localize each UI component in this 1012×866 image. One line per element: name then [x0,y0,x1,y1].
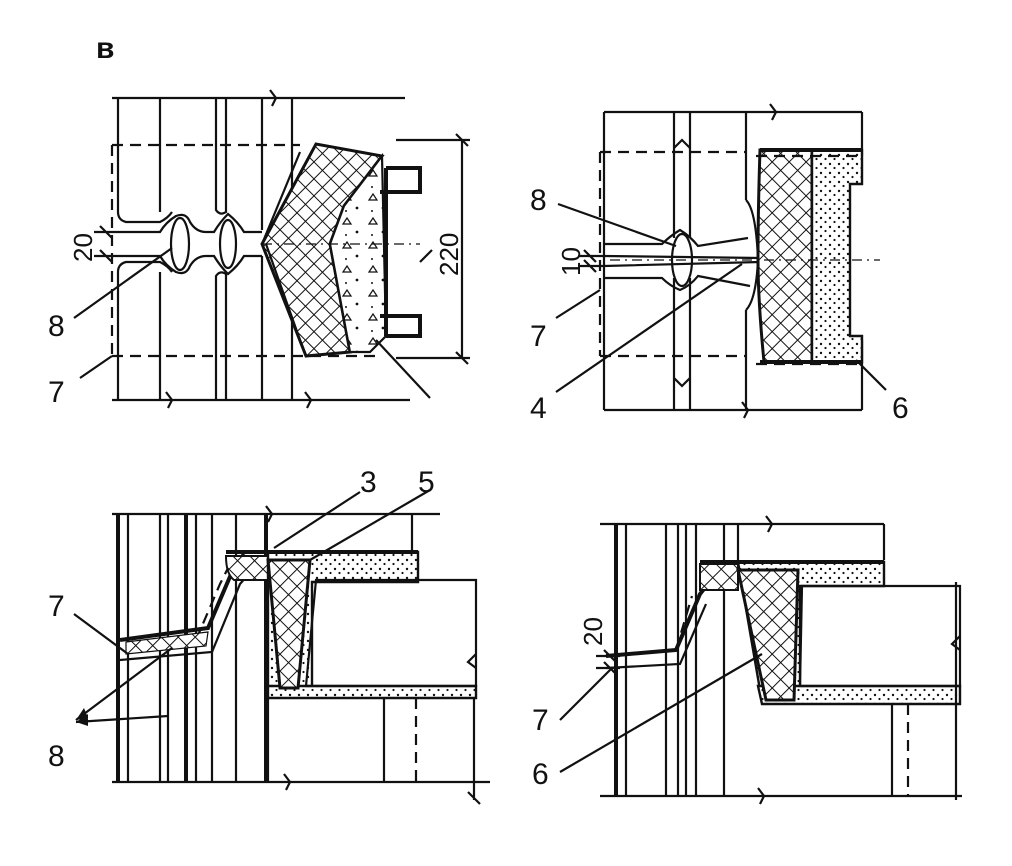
panel-bottom-right: 20 7 6 [532,515,962,805]
panel-letter: в [96,32,114,65]
label-8: 8 [48,740,65,773]
panel-top-right: 10 8 7 4 6 [530,103,909,425]
label-7: 7 [532,704,549,737]
panel-bottom-left: 3 5 7 8 [48,466,490,805]
label-8: 8 [530,184,547,217]
label-8: 8 [48,310,65,343]
dim-label-20: 20 [578,617,608,646]
label-5: 5 [418,466,435,499]
dim-label-10: 10 [556,247,586,276]
label-4: 4 [530,392,547,425]
dim-label-220: 220 [434,233,464,276]
label-7: 7 [530,320,547,353]
dim-label-20: 20 [68,233,98,262]
label-7: 7 [48,590,65,623]
label-6: 6 [892,392,909,425]
label-7: 7 [48,376,65,409]
label-6: 6 [532,758,549,791]
label-3: 3 [360,466,377,499]
panel-top-left: 220 20 8 7 [48,89,470,409]
